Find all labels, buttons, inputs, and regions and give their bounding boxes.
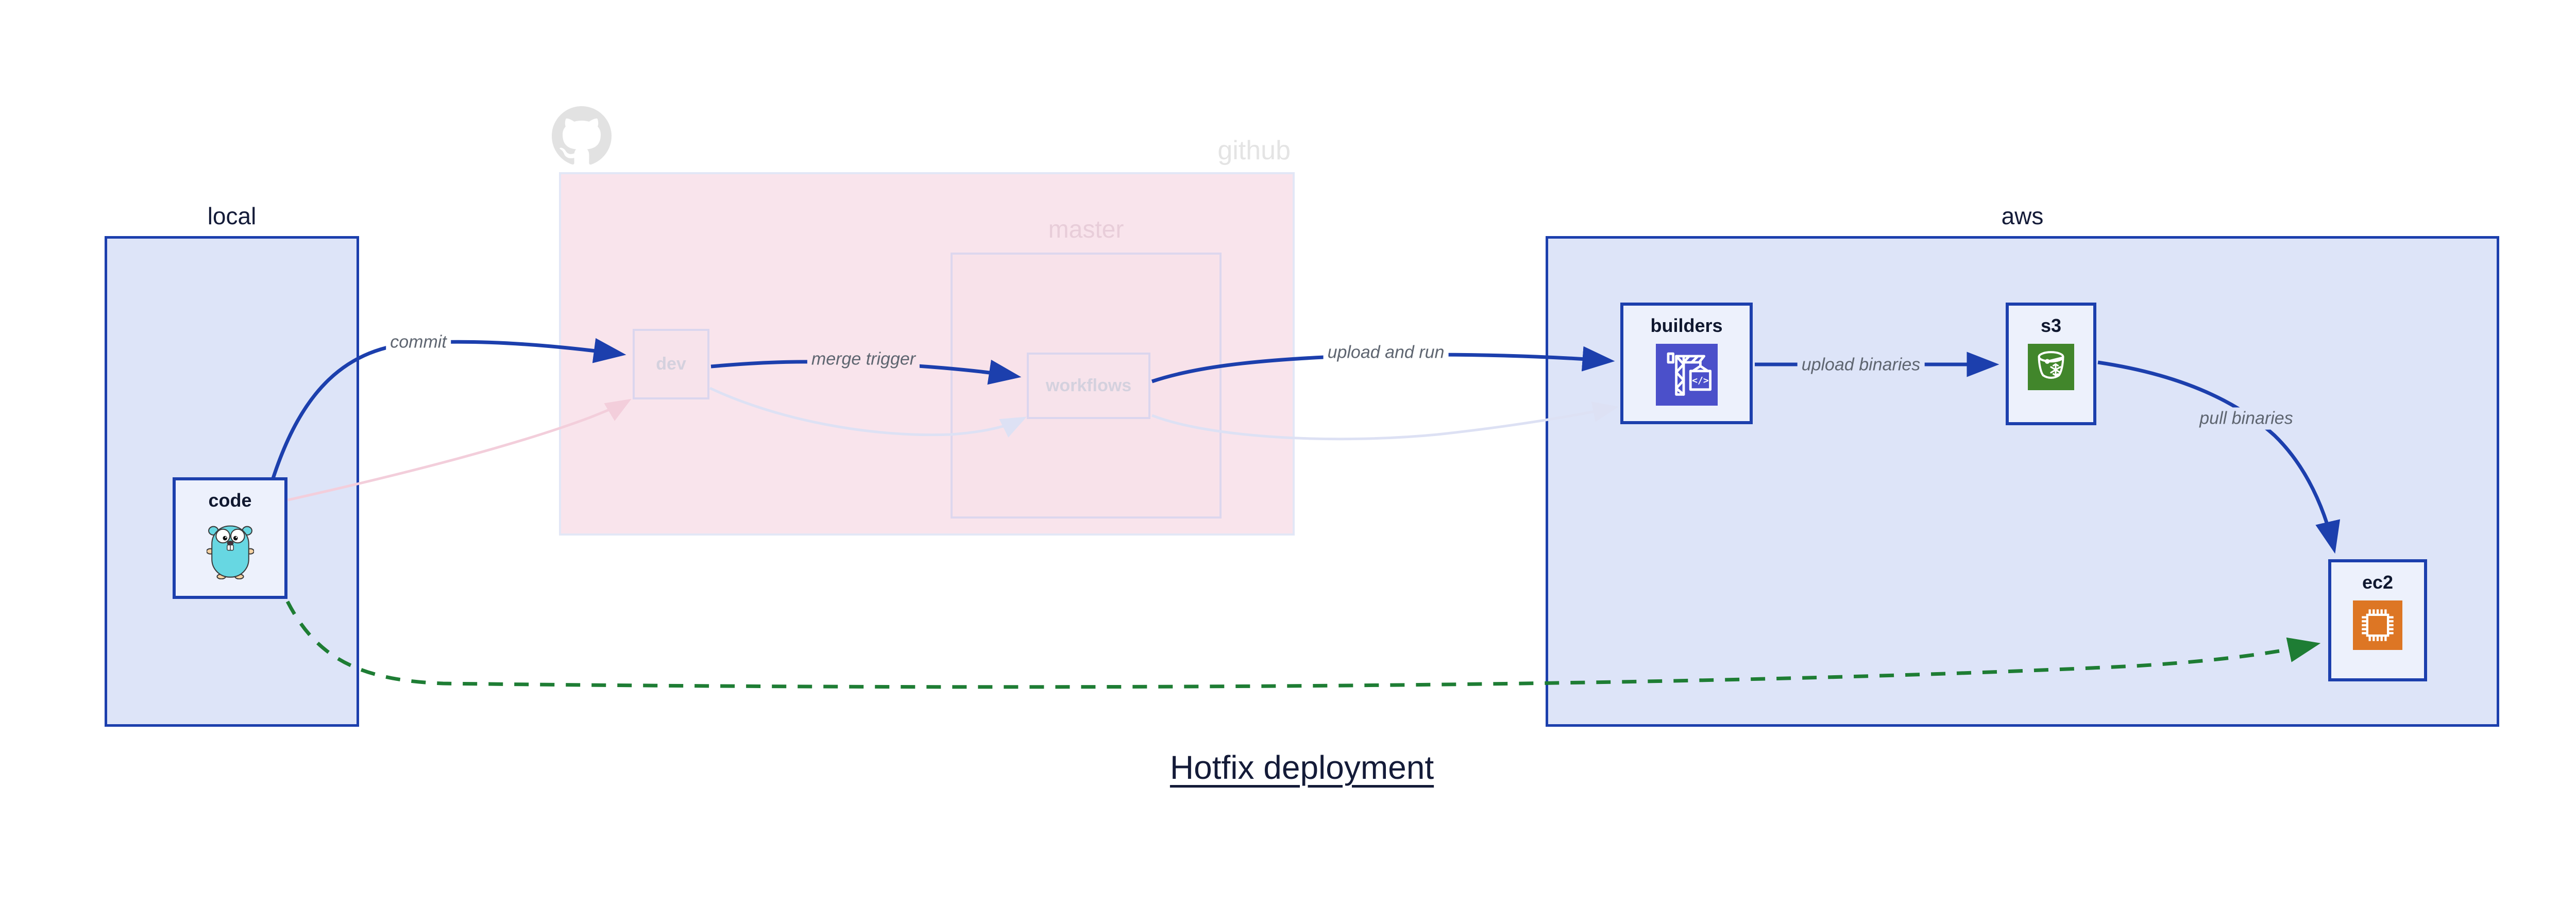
node-code: code [173, 477, 287, 599]
aws-region-label: aws [2001, 203, 2044, 229]
node-workflows: workflows [1027, 353, 1150, 419]
node-ec2-label: ec2 [2362, 572, 2394, 593]
github-region-label: github [1217, 136, 1291, 165]
edge-s3-ec2 [2097, 360, 2341, 554]
edge-code-dev-faded [287, 398, 632, 502]
edge-label-merge-trigger: merge trigger [807, 348, 920, 371]
aws-s3-glacier-icon [2028, 344, 2074, 393]
go-gopher-icon [206, 519, 255, 582]
edge-label-pull-binaries: pull binaries [2195, 407, 2297, 430]
aws-codebuild-icon: </> [1655, 344, 1718, 408]
node-workflows-label: workflows [1045, 376, 1132, 395]
node-ec2: ec2 [2328, 559, 2427, 681]
diagram-title: Hotfix deployment [1170, 749, 1434, 786]
node-dev: dev [633, 329, 709, 399]
node-code-label: code [208, 490, 252, 511]
edge-code-dev [271, 338, 626, 479]
edge-label-upload-binaries: upload binaries [1797, 354, 1925, 376]
node-s3-label: s3 [2040, 315, 2062, 336]
edge-label-commit: commit [386, 331, 451, 354]
node-builders-label: builders [1650, 315, 1723, 336]
edge-workflows-builders-faded [1151, 402, 1619, 441]
node-s3: s3 [2006, 303, 2096, 425]
edge-label-upload-and-run: upload and run [1323, 341, 1449, 364]
edge-dev-workflows-faded [709, 387, 1027, 438]
edge-code-ec2-hotfix [285, 600, 2321, 689]
master-region-label: master [1048, 216, 1124, 243]
aws-ec2-icon [2353, 600, 2402, 653]
github-octocat-icon [552, 106, 612, 166]
svg-text:</>: </> [1692, 375, 1709, 386]
node-dev-label: dev [656, 354, 686, 374]
node-builders: builders </> [1620, 303, 1753, 424]
local-region-label: local [207, 203, 257, 229]
